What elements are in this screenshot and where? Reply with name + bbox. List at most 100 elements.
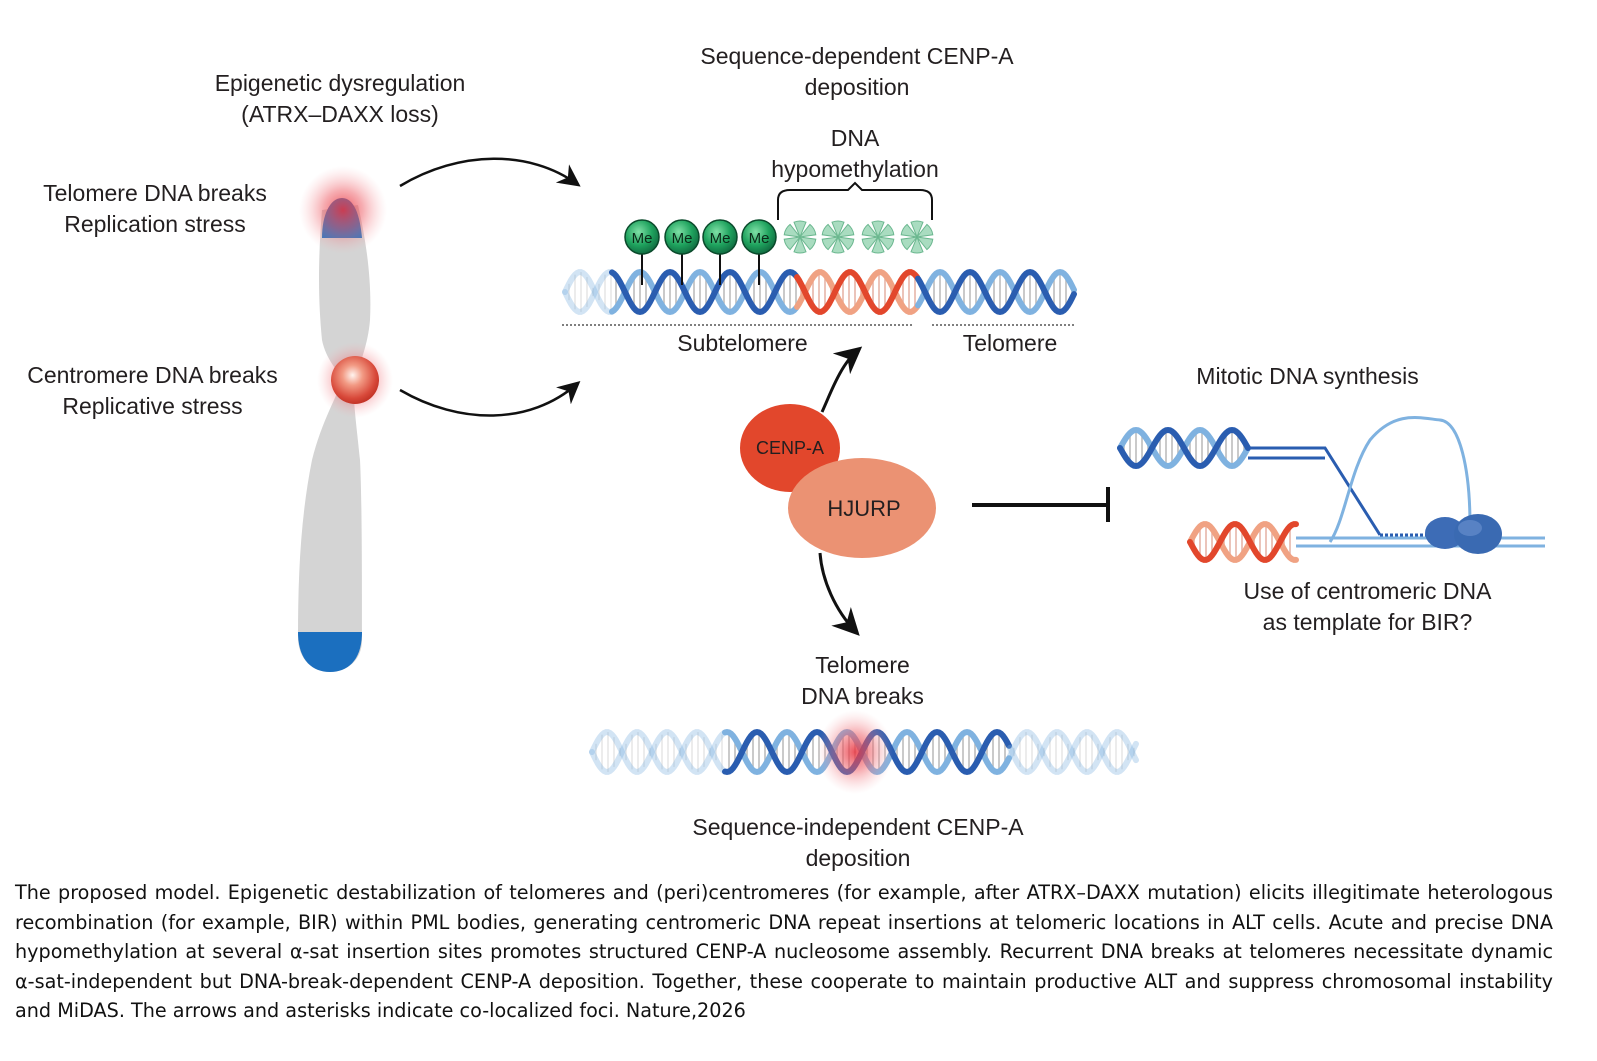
- helix-back-strand: [794, 269, 920, 315]
- methyl-label: Me: [672, 230, 693, 247]
- centromere-break-focus: [331, 356, 379, 404]
- fragment-piece: [783, 236, 802, 251]
- polymerase-left: [1425, 517, 1465, 549]
- methyl-group-icon: [624, 219, 660, 255]
- polymerase-highlight: [1458, 520, 1482, 536]
- hypomethylation-bracket: [777, 181, 933, 220]
- fragment-piece: [900, 236, 919, 251]
- sequence-dependent-line-1: Sequence-dependent CENP-A: [700, 43, 1014, 69]
- cenpa-label: CENP-A: [755, 438, 824, 458]
- helix-back-strand: [589, 729, 727, 775]
- centromere-breaks-line-1: Centromere DNA breaks: [27, 362, 278, 388]
- helix-front-strand: [1187, 521, 1299, 563]
- helix-front-strand: [609, 268, 799, 316]
- fragment-piece: [793, 235, 807, 254]
- bottom-dna-break-glow: [817, 710, 893, 794]
- arrow-down-to-bottom-helix: [818, 552, 860, 636]
- dna-hypomethylation-label: DNA hypomethylation: [735, 123, 975, 185]
- methyl-group-icon: [702, 219, 738, 255]
- fragment-piece: [836, 236, 855, 251]
- fragment-piece: [871, 220, 885, 239]
- sequence-independent-title: Sequence-independent CENP-A deposition: [648, 812, 1068, 874]
- epigenetic-dysregulation-title: Epigenetic dysregulation (ATRX–DAXX loss…: [175, 68, 505, 130]
- bir-schematic: [1117, 416, 1545, 563]
- bir-red-helix: [1187, 521, 1299, 563]
- helix-back-strand: [562, 269, 614, 315]
- fragment-piece: [783, 223, 802, 238]
- hjurp-protein: [788, 458, 936, 558]
- hjurp-label: HJURP: [827, 496, 901, 521]
- bottom-telomere-breaks-label: Telomere DNA breaks: [765, 650, 960, 712]
- demethylated-fragment-icon: [861, 220, 895, 254]
- subtelomere-label: Subtelomere: [677, 330, 808, 356]
- centromere-breaks-line-2: Replicative stress: [62, 393, 243, 419]
- chromosome-bottom-tip: [298, 632, 362, 672]
- sequence-independent-line-1: Sequence-independent CENP-A: [692, 814, 1024, 840]
- polymerase-right: [1454, 514, 1502, 554]
- fragment-piece: [798, 223, 817, 238]
- bir-question-label: Use of centromeric DNA as template for B…: [1195, 576, 1540, 638]
- methyl-label: Me: [749, 230, 770, 247]
- bir-dark-strand-top: [1248, 446, 1382, 536]
- fragment-piece: [793, 220, 807, 239]
- mitotic-dna-synthesis-label: Mitotic DNA synthesis: [1196, 363, 1419, 389]
- bottom-dna-helix: [589, 710, 1139, 794]
- helix-front-strand: [794, 269, 920, 315]
- fragment-piece: [876, 223, 895, 238]
- bottom-breaks-line-1: Telomere: [815, 652, 910, 678]
- helix-front-strand: [1007, 729, 1139, 775]
- fragment-piece: [831, 235, 845, 254]
- sequence-dependent-line-2: deposition: [804, 74, 910, 100]
- hypomethylated-marks: [783, 220, 934, 254]
- bir-question-line-2: as template for BIR?: [1262, 609, 1473, 635]
- bir-blue-helix: [1117, 426, 1251, 470]
- demethylated-fragment-icon: [821, 220, 855, 254]
- helix-front-strand: [915, 268, 1077, 316]
- fragment-piece: [915, 223, 934, 238]
- epigenetic-line-1: Epigenetic dysregulation: [214, 70, 466, 96]
- methyl-group-icon: [741, 219, 777, 255]
- fragment-piece: [836, 223, 855, 238]
- hypomethylation-line-2: hypomethylation: [771, 156, 939, 182]
- methyl-group-icon: [664, 219, 700, 255]
- fragment-piece: [871, 235, 885, 254]
- top-helix-strands: [562, 268, 1077, 316]
- fragment-piece: [876, 236, 895, 251]
- centromere-breaks-label: Centromere DNA breaks Replicative stress: [0, 360, 305, 422]
- helix-front-strand: [562, 269, 614, 315]
- chromosome: [298, 166, 393, 672]
- arrow-up-to-top-helix: [820, 346, 863, 413]
- top-dna-helix: [562, 268, 1077, 326]
- helix-front-strand: [589, 729, 727, 775]
- fragment-piece: [900, 223, 919, 238]
- chromosome-body: [298, 205, 371, 672]
- fragment-piece: [798, 236, 817, 251]
- fragment-piece: [821, 236, 840, 251]
- helix-front-strand: [1117, 426, 1251, 470]
- telomere-break-glow: [299, 166, 387, 254]
- telomere-breaks-label: Telomere DNA breaks Replication stress: [10, 178, 300, 240]
- figure-caption: The proposed model. Epigenetic destabili…: [15, 881, 1553, 1022]
- methyl-label: Me: [632, 230, 653, 247]
- fragment-piece: [821, 223, 840, 238]
- fragment-piece: [861, 236, 880, 251]
- epigenetic-line-2: (ATRX–DAXX loss): [241, 101, 439, 127]
- arrow-to-centromere-path: [399, 381, 581, 417]
- sequence-independent-line-2: deposition: [805, 845, 911, 871]
- telomere-label: Telomere: [962, 330, 1058, 356]
- top-helix-rungs: [568, 272, 1073, 312]
- bir-question-line-1: Use of centromeric DNA: [1243, 578, 1492, 604]
- fragment-piece: [915, 236, 934, 251]
- methyl-label: Me: [710, 230, 731, 247]
- demethylated-fragment-icon: [900, 220, 934, 254]
- sequence-dependent-title: Sequence-dependent CENP-A deposition: [657, 41, 1057, 103]
- bottom-breaks-line-2: DNA breaks: [801, 683, 924, 709]
- telomere-breaks-line-1: Telomere DNA breaks: [43, 180, 267, 206]
- helix-back-strand: [915, 268, 1077, 316]
- hypomethylation-line-1: DNA: [830, 125, 880, 151]
- fragment-piece: [910, 220, 924, 239]
- demethylated-fragment-icon: [783, 220, 817, 254]
- fragment-piece: [910, 235, 924, 254]
- fragment-piece: [861, 223, 880, 238]
